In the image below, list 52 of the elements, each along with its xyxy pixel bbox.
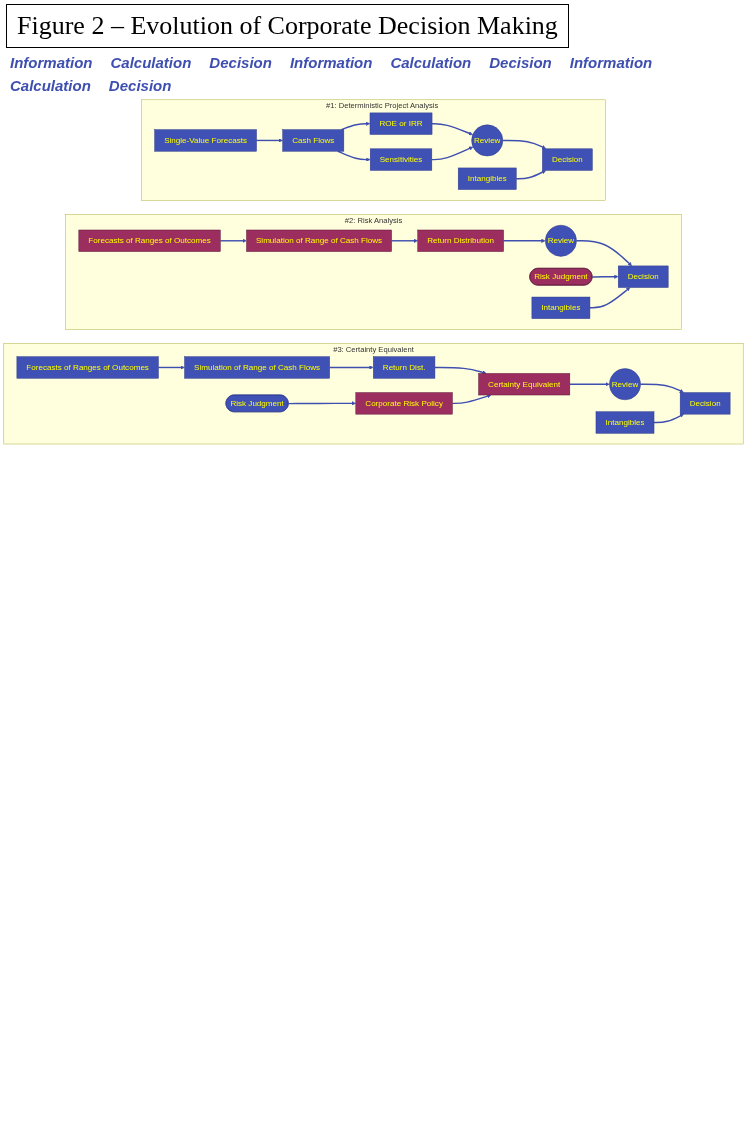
node-circle: Review [471,124,504,157]
node-box: Sensitivities [369,148,433,171]
node-box: Decision [542,148,593,171]
column-heading: Calculation [110,54,192,71]
node-box: Corporate Risk Policy [355,392,453,415]
column-heading: Calculation [390,54,472,71]
node-box: Cash Flows [282,129,345,152]
node-box: ROE or IRR [369,112,433,135]
arrow [639,383,684,393]
arrow [502,139,547,149]
arrow [569,382,610,387]
column-heading: Information [569,54,653,71]
node-box: Return Distribution [417,229,504,252]
node-box: Intangibles [457,167,517,190]
arrow [340,121,371,131]
node-box: Simulation of Range of Cash Flows [246,229,392,252]
column-heading: Decision [489,54,552,71]
arrow [653,414,684,424]
arrow [434,366,487,375]
arrow [431,146,474,161]
node-box: Simulation of Range of Cash Flows [184,356,330,379]
node-box: Return Dist. [373,356,436,379]
arrow [337,150,371,162]
arrow [328,365,374,370]
arrow [255,138,283,143]
arrow [390,238,418,243]
node-circle: Review [545,224,577,257]
node-box: Forecasts of Ranges of Outcomes [16,356,159,379]
arrow [431,123,473,136]
arrow [287,401,356,406]
arrow [157,365,185,370]
column-heading: Calculation [10,77,91,94]
column-heading: Information [289,54,373,71]
arrow [515,170,547,180]
arrow [589,287,631,309]
node-box: Decision [618,265,669,288]
node-box: Certainty Equivalent [478,373,571,396]
arrow [591,274,619,279]
node-circle: Review [609,368,641,401]
node-box: Decision [679,392,731,415]
column-heading: Information [10,54,93,71]
column-heading: Decision [108,77,172,94]
node-box: Intangibles [531,296,591,319]
arrow [575,240,632,267]
arrow [502,238,546,243]
arrow [219,238,247,243]
node-box: Forecasts of Ranges of Outcomes [78,229,221,252]
node-box: Intangibles [595,411,655,434]
node-box: Single-Value Forecasts [154,129,257,152]
figure-title: Figure 2 – Evolution of Corporate Decision Making [6,4,569,48]
column-heading: Decision [209,54,272,71]
arrow [451,394,492,405]
